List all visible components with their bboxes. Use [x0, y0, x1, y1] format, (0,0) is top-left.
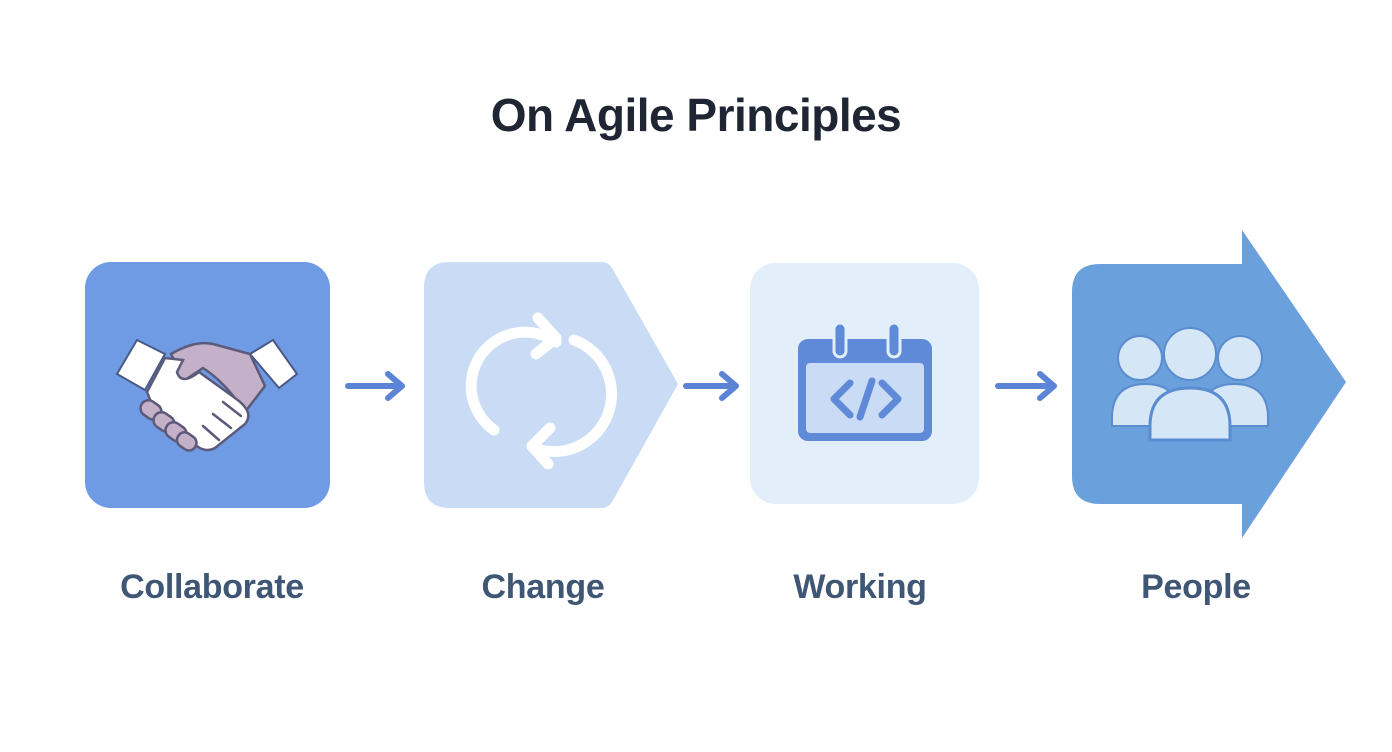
group-people-icon — [1111, 327, 1269, 442]
arrow-right-icon — [994, 370, 1060, 407]
calendar-code-icon — [798, 321, 932, 441]
step-label-people: People — [1141, 568, 1251, 606]
diagram-title: On Agile Principles — [490, 89, 902, 141]
step-people — [1072, 230, 1348, 540]
arrow-right-icon — [682, 370, 742, 407]
step-label-collaborate: Collaborate — [120, 568, 304, 606]
handshake-icon — [115, 338, 299, 452]
step-collaborate — [85, 262, 330, 508]
refresh-cycle-icon — [465, 312, 618, 470]
step-label-change: Change — [481, 568, 605, 606]
step-label-working: Working — [793, 568, 927, 606]
step-change — [424, 262, 680, 508]
step-working — [750, 263, 979, 504]
arrow-right-icon — [344, 370, 410, 407]
